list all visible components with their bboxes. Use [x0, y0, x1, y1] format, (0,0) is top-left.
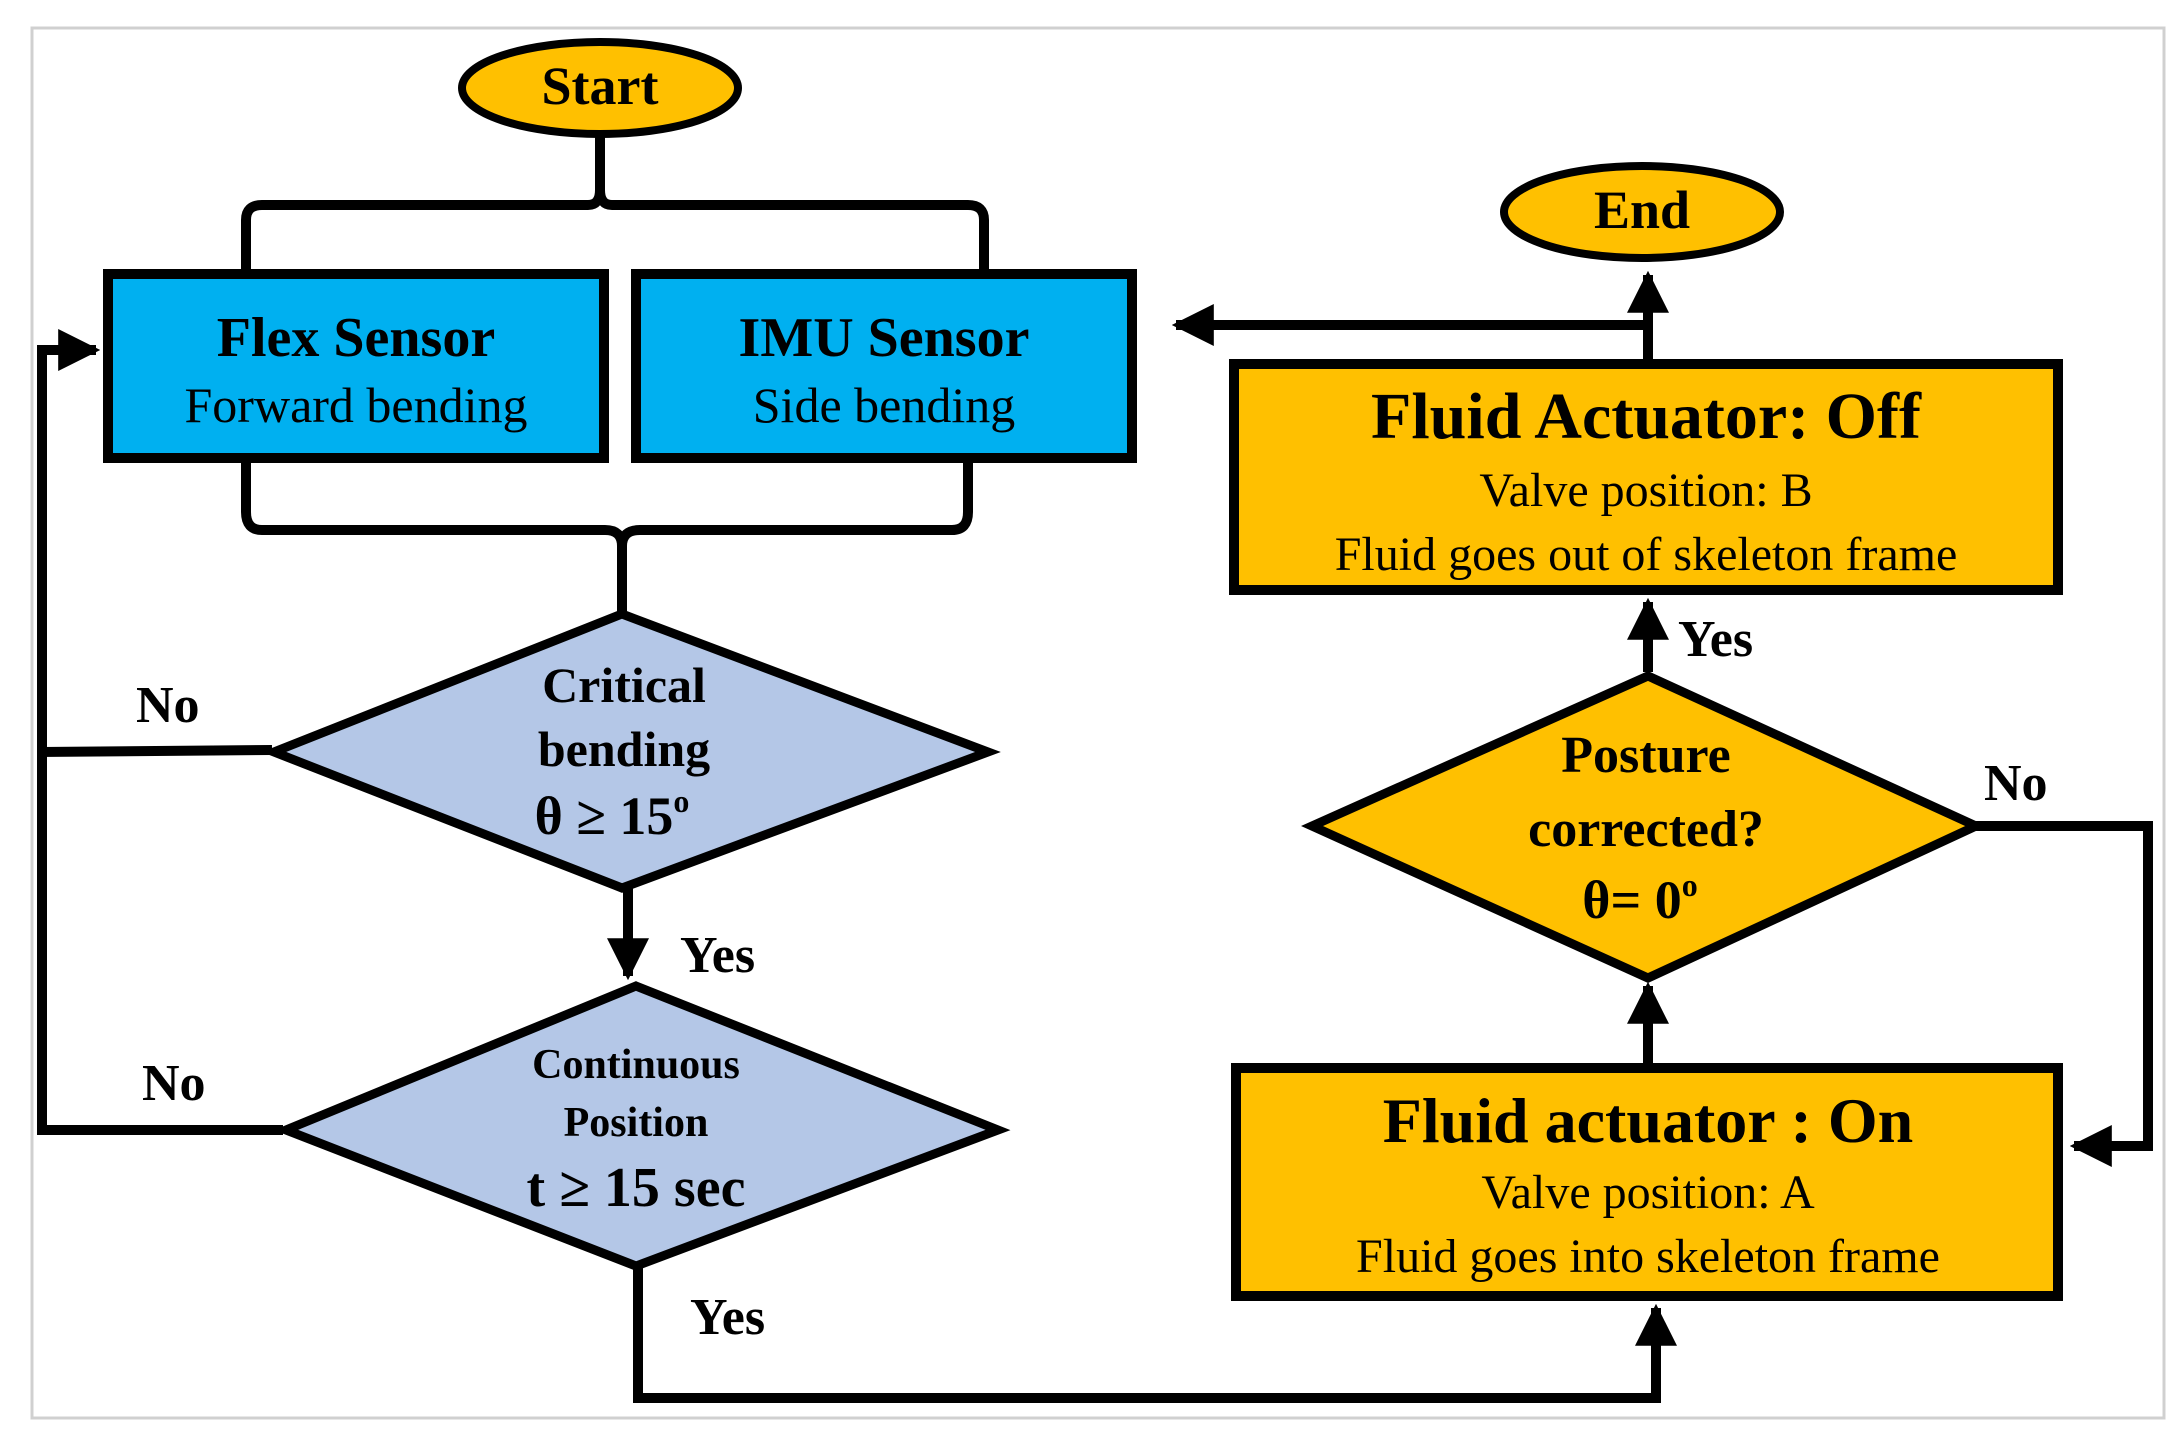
posture-line2: corrected? [1528, 801, 1764, 858]
critical-line3: θ ≥ 15o [535, 783, 690, 846]
actuator-on-line2: Fluid goes into skeleton frame [1356, 1230, 1940, 1283]
posture-corrected-decision: Posture corrected? θ= 0o [1301, 671, 1987, 983]
edge-labels: No Yes No Yes Yes No [136, 611, 2048, 1346]
start-to-sensors-brace-right [595, 189, 989, 272]
sensors-to-critical-brace [241, 460, 627, 612]
actuator-off-box: Fluid Actuator: Off Valve position: B Fl… [1229, 359, 2063, 595]
posture-line1: Posture [1561, 727, 1730, 784]
posture-degree-sup: o [1682, 867, 1698, 903]
flex-sensor-title: Flex Sensor [217, 307, 495, 369]
start-to-sensors-brace [241, 132, 605, 272]
imu-sensor-subtitle: Side bending [753, 377, 1015, 433]
flex-sensor-subtitle: Forward bending [185, 377, 528, 433]
actuator-off-line2: Fluid goes out of skeleton frame [1335, 528, 1958, 581]
continuous-line2: Position [564, 1100, 709, 1146]
continuous-no-label: No [142, 1055, 206, 1112]
critical-line2: bending [538, 721, 710, 777]
critical-line1: Critical [542, 657, 706, 713]
connectors [37, 132, 2153, 1403]
actuator-on-box: Fluid actuator : On Valve position: A Fl… [1231, 1063, 2063, 1301]
end-terminal: End [1500, 162, 1784, 262]
actuator-on-title: Fluid actuator : On [1383, 1085, 1913, 1156]
flex-sensor-box: Flex Sensor Forward bending [103, 269, 609, 463]
actuator-on-line1: Valve position: A [1481, 1166, 1815, 1219]
sensors-to-critical-brace-right [617, 460, 973, 547]
actuator-off-line1: Valve position: B [1479, 464, 1812, 517]
continuous-position-decision: Continuous Position t ≥ 15 sec [273, 981, 1011, 1271]
continuous-line3: t ≥ 15 sec [527, 1157, 746, 1219]
critical-no-label: No [136, 677, 200, 734]
posture-no-loop [1976, 821, 2153, 1167]
posture-no-label: No [1984, 755, 2048, 812]
imu-sensor-box: IMU Sensor Side bending [631, 269, 1137, 463]
imu-sensor-title: IMU Sensor [739, 307, 1030, 369]
critical-bending-decision: Critical bending θ ≥ 15o [261, 609, 1001, 893]
end-label: End [1594, 180, 1690, 240]
posture-line3-main: θ= 0 [1582, 870, 1681, 930]
posture-yes-label: Yes [1678, 611, 1753, 668]
actuator-off-title: Fluid Actuator: Off [1371, 380, 1922, 453]
continuous-yes-label: Yes [690, 1289, 765, 1346]
continuous-yes-arrow [633, 1265, 1677, 1403]
figure-frame [30, 26, 2166, 1420]
continuous-no-loop [37, 752, 283, 1135]
start-terminal: Start [458, 38, 742, 138]
posture-line3: θ= 0o [1582, 867, 1697, 930]
critical-line3-main: θ ≥ 15 [535, 786, 674, 846]
continuous-line1: Continuous [532, 1042, 740, 1088]
critical-degree-sup: o [673, 783, 689, 819]
critical-no-loop [37, 329, 273, 758]
critical-yes-label: Yes [680, 927, 755, 984]
start-label: Start [542, 56, 659, 116]
